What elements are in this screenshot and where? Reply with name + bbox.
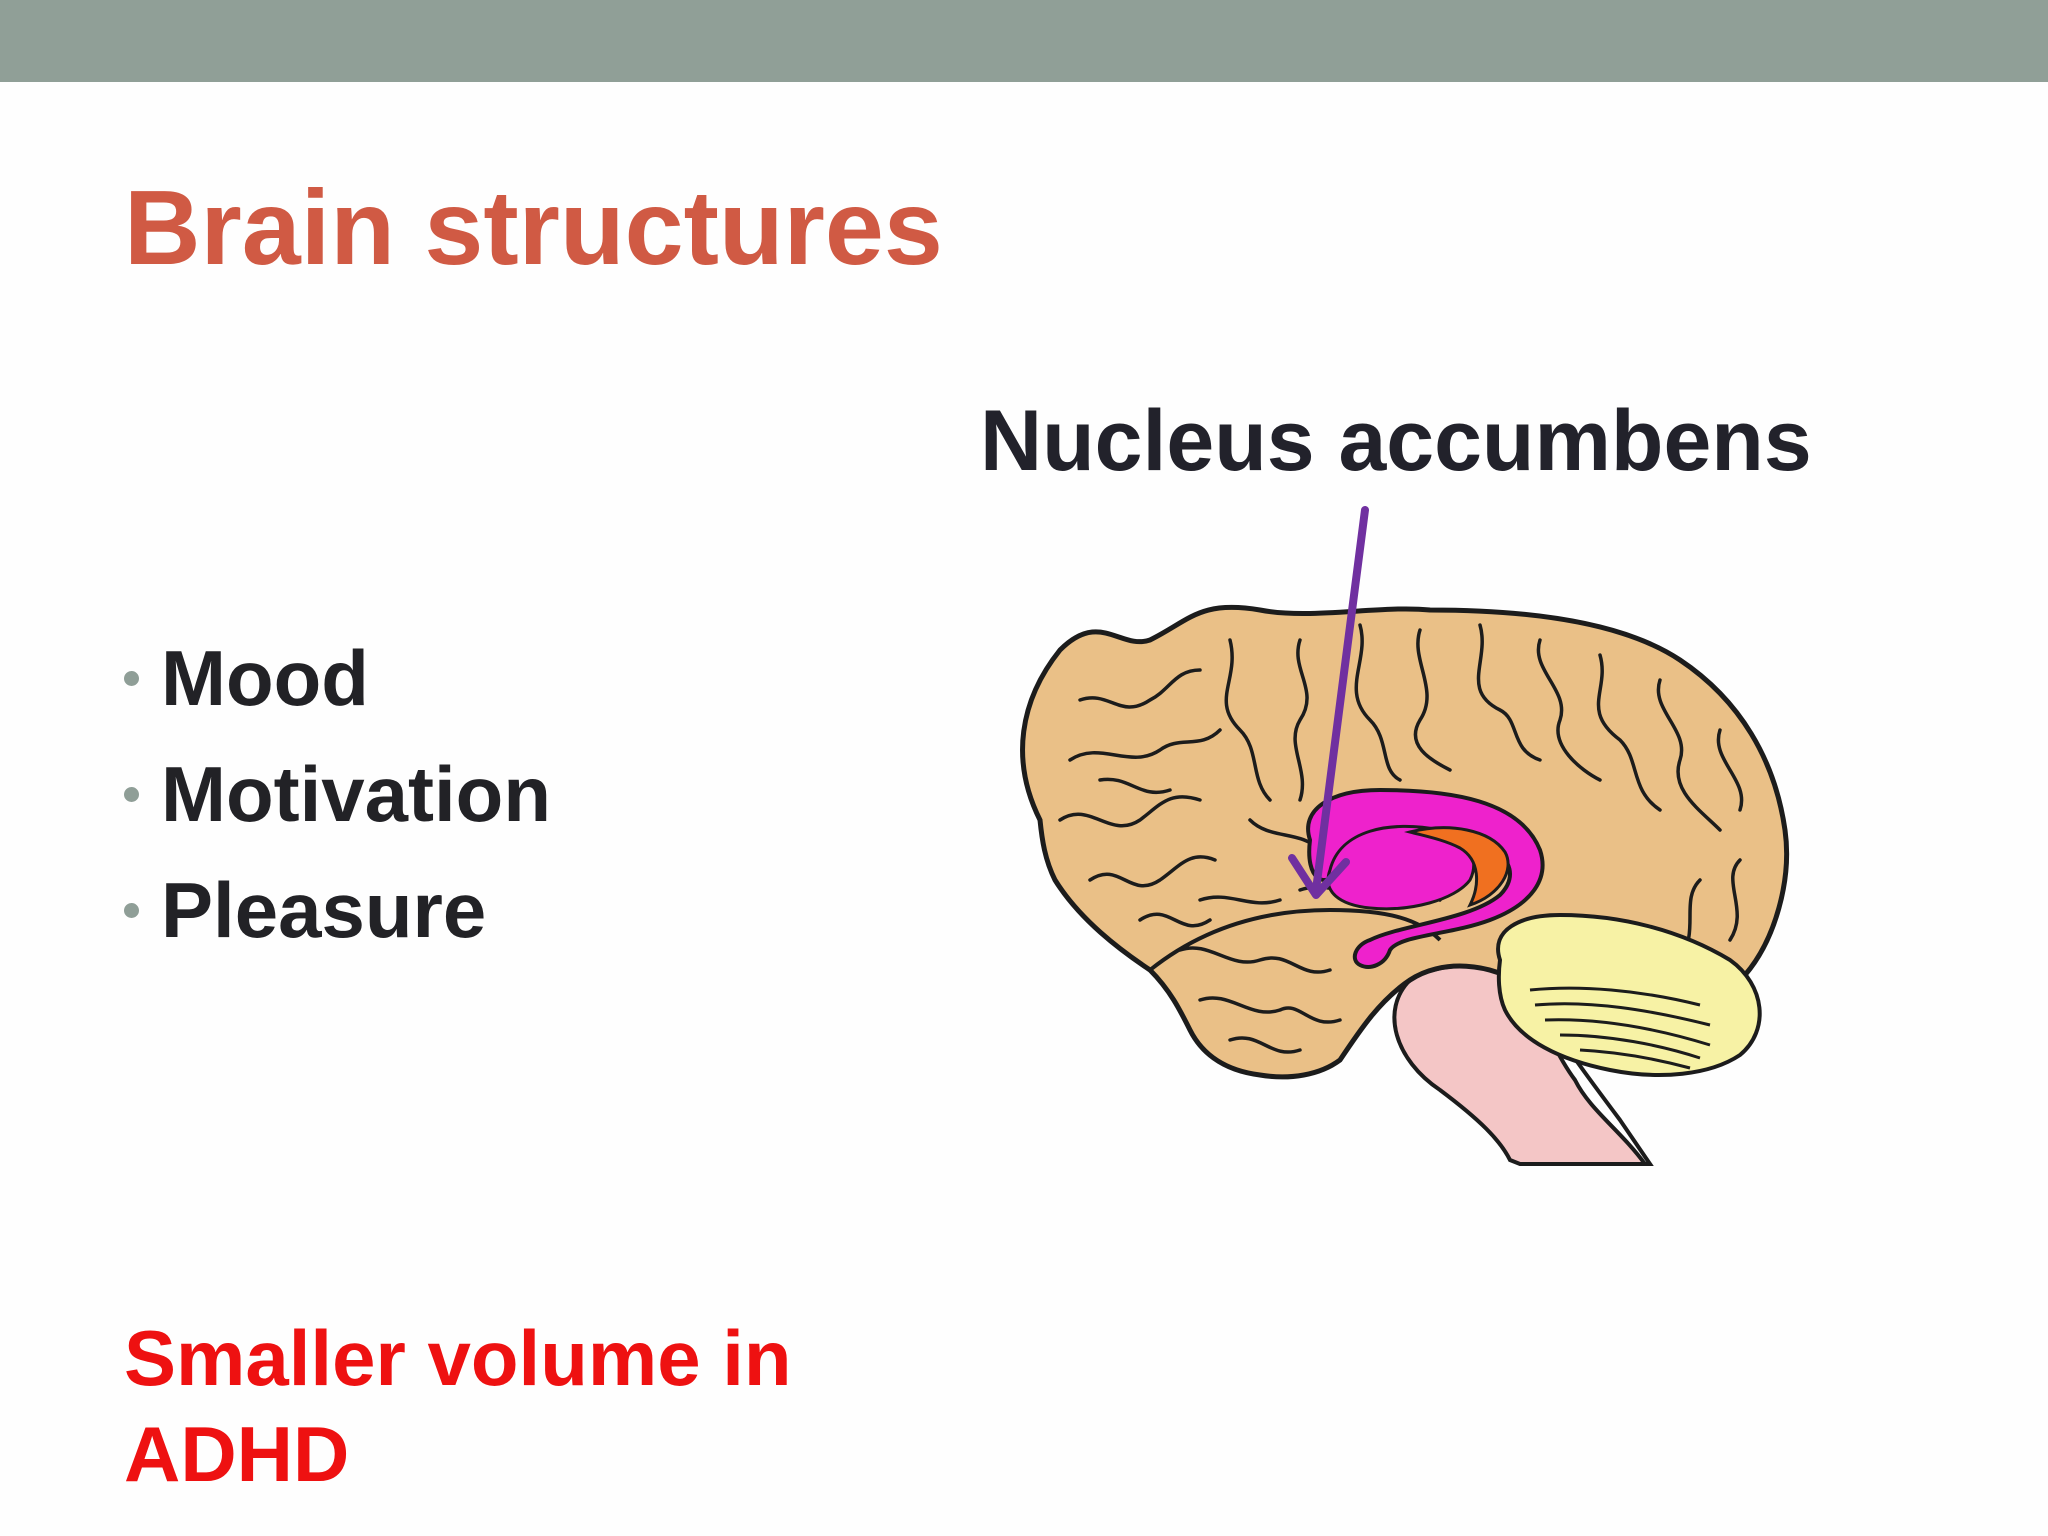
cortex-icon — [1020, 604, 1790, 1080]
gyri-lines-icon — [1058, 623, 1744, 1054]
top-accent-bar — [0, 0, 2048, 82]
bullet-text-motivation: Motivation — [161, 750, 551, 838]
bullet-item: Pleasure — [124, 852, 551, 968]
bullet-text-pleasure: Pleasure — [161, 866, 487, 954]
bullet-dot-icon — [124, 670, 139, 686]
adhd-note: Smaller volume in ADHD — [124, 1314, 792, 1498]
bullet-dot-icon — [124, 786, 139, 802]
striatum-icon — [1306, 787, 1545, 969]
putamen-highlight-icon — [1409, 826, 1510, 908]
cerebellum-icon — [1496, 912, 1762, 1077]
bullet-list: Mood Motivation Pleasure — [124, 620, 551, 968]
callout-label: Nucleus accumbens — [980, 393, 1812, 489]
bullet-item: Motivation — [124, 736, 551, 852]
callout-arrow-icon — [1288, 506, 1369, 899]
bullet-item: Mood — [124, 620, 551, 736]
bullet-text-mood: Mood — [161, 634, 369, 722]
slide-title: Brain structures — [124, 169, 943, 287]
bullet-dot-icon — [124, 902, 139, 918]
cerebellum-folia-icon — [1529, 986, 1711, 1070]
brainstem-icon — [1392, 964, 1649, 1166]
